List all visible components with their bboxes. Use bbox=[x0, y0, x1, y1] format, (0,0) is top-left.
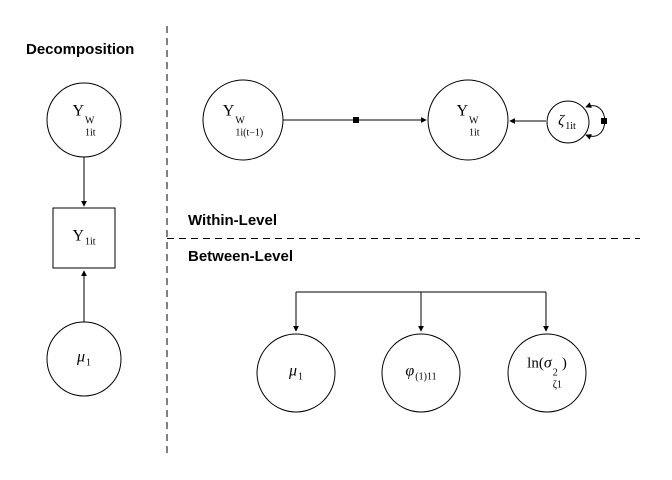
node-between-autoregression-label: φ(1)11 bbox=[405, 362, 437, 383]
label-sub: (1)11 bbox=[415, 371, 437, 383]
node-between-mean-label: μ1 bbox=[288, 362, 304, 383]
label-prefix: ln( bbox=[527, 355, 544, 372]
label-sup: 2 bbox=[552, 367, 558, 379]
label-base: σ bbox=[543, 354, 552, 372]
label-base: φ bbox=[405, 362, 415, 380]
node-within-y-circle bbox=[427, 79, 509, 161]
label-base: Y bbox=[72, 102, 84, 120]
random-effect-marker-autoregression bbox=[353, 117, 359, 123]
label-sub: 1 bbox=[86, 357, 92, 369]
label-base: Y bbox=[72, 227, 84, 245]
node-between-log-variance-circle bbox=[507, 333, 587, 413]
label-sub: 1it bbox=[469, 127, 480, 138]
label-sup: W bbox=[85, 115, 95, 127]
label-sup: W bbox=[469, 115, 479, 127]
node-between-autoregression-circle bbox=[381, 333, 461, 413]
label-base: μ bbox=[76, 348, 86, 366]
node-between-mean-circle bbox=[256, 333, 336, 413]
label-sub: 1i(t−1) bbox=[235, 127, 264, 138]
label-sub: 1it bbox=[85, 127, 96, 138]
label-suffix: ) bbox=[561, 355, 567, 372]
label-sub: 1it bbox=[565, 121, 576, 132]
node-decomp-observed-y-label: Y1it bbox=[72, 227, 96, 248]
label-sub: ζ1 bbox=[552, 379, 562, 390]
label-sub: 1it bbox=[85, 236, 96, 248]
label-base: Y bbox=[222, 102, 235, 120]
node-within-residual-label: ζ1it bbox=[558, 114, 576, 132]
title-within-level: Within-Level bbox=[188, 212, 278, 229]
random-effect-marker-residual-variance bbox=[601, 118, 607, 124]
node-decomp-mean-circle bbox=[46, 321, 122, 397]
label-sub: 1 bbox=[298, 371, 304, 383]
node-decomp-observed-y-square bbox=[52, 207, 116, 269]
title-decomposition: Decomposition bbox=[26, 41, 135, 58]
node-decomp-mean-label: μ1 bbox=[76, 348, 92, 369]
label-base: Y bbox=[456, 102, 468, 120]
label-base: ζ bbox=[558, 113, 565, 129]
label-sup: W bbox=[235, 115, 245, 127]
title-between-level: Between-Level bbox=[188, 248, 294, 265]
label-base: μ bbox=[288, 362, 298, 380]
